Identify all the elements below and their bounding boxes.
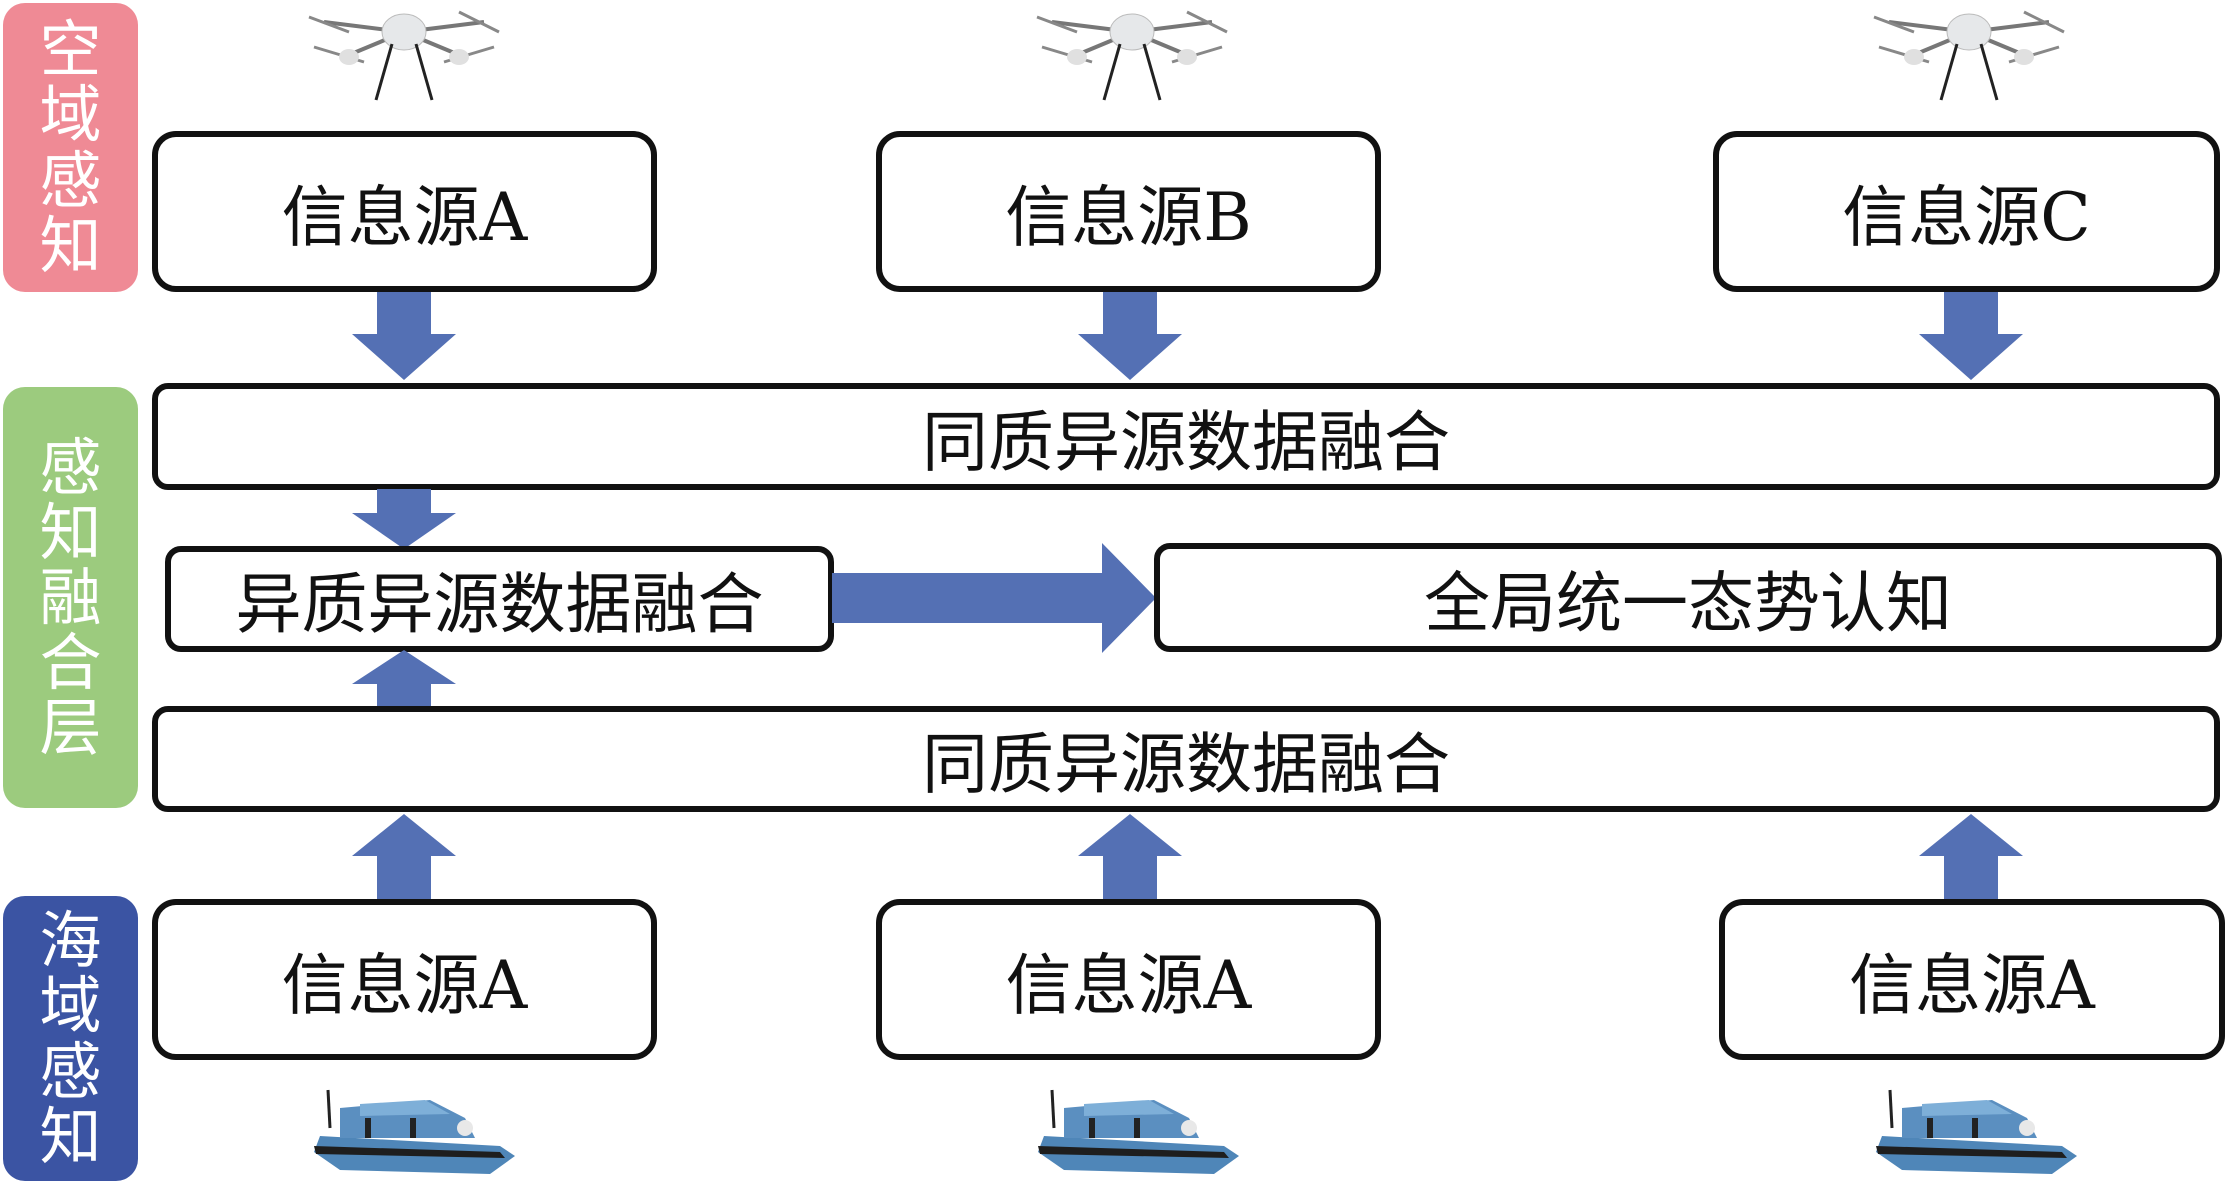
air-source-label: 信息源C — [1842, 178, 2091, 256]
air-domain-label: 空 域 感 知 — [3, 3, 138, 292]
sea-source-label: 信息源A — [1005, 946, 1252, 1024]
sea-source-box-1: 信息源A — [152, 899, 657, 1060]
fusion-label-char: 感 — [39, 430, 102, 504]
air-label-char: 感 — [39, 143, 102, 217]
homogeneous-fusion-label: 同质异源数据融合 — [922, 403, 1450, 481]
air-source-box-c: 信息源C — [1713, 131, 2220, 292]
global-awareness-label: 全局统一态势认知 — [1424, 564, 1952, 642]
heterogeneous-fusion-box: 异质异源数据融合 — [165, 546, 834, 652]
up-arrow-icon — [1919, 814, 2023, 900]
heterogeneous-fusion-label: 异质异源数据融合 — [235, 566, 764, 643]
drone-icon — [1036, 10, 1228, 101]
homogeneous-fusion-bar-top: 同质异源数据融合 — [152, 383, 2220, 490]
air-label-char: 空 — [39, 13, 102, 87]
down-arrow-icon — [1078, 292, 1182, 380]
sea-source-label: 信息源A — [1849, 946, 2095, 1024]
fusion-label-char: 融 — [39, 560, 102, 634]
fusion-label-char: 合 — [39, 626, 102, 700]
drone-icon — [308, 10, 500, 101]
down-arrow-icon — [352, 292, 456, 380]
down-arrow-icon — [1919, 292, 2023, 380]
right-arrow-icon — [832, 543, 1156, 653]
homogeneous-fusion-bar-bottom: 同质异源数据融合 — [152, 706, 2220, 812]
up-arrow-icon — [352, 650, 456, 710]
usv-boat-icon — [1038, 1089, 1239, 1174]
air-source-label: 信息源A — [281, 178, 528, 256]
sea-label-char: 知 — [39, 1099, 102, 1173]
up-arrow-icon — [352, 814, 456, 900]
drone-icon — [1873, 10, 2065, 101]
air-source-box-b: 信息源B — [876, 131, 1381, 292]
fusion-layer-label: 感 知 融 合 层 — [3, 387, 138, 808]
sea-label-char: 域 — [39, 969, 102, 1043]
usv-boat-icon — [1876, 1089, 2077, 1174]
sea-domain-label: 海 域 感 知 — [3, 896, 138, 1181]
air-label-char: 域 — [39, 78, 102, 152]
sea-label-char: 海 — [39, 904, 102, 978]
up-arrow-icon — [1078, 814, 1182, 900]
homogeneous-fusion-label: 同质异源数据融合 — [922, 726, 1450, 803]
usv-boat-icon — [314, 1089, 515, 1174]
fusion-label-char: 层 — [39, 691, 102, 765]
sea-source-box-2: 信息源A — [876, 899, 1381, 1060]
sea-label-char: 感 — [39, 1034, 102, 1108]
air-source-box-a: 信息源A — [152, 131, 657, 292]
global-situation-awareness-box: 全局统一态势认知 — [1154, 543, 2222, 652]
sea-source-label: 信息源A — [281, 946, 528, 1024]
sea-source-box-3: 信息源A — [1719, 899, 2225, 1060]
air-label-char: 知 — [39, 208, 102, 282]
down-arrow-icon — [352, 489, 456, 549]
fusion-label-char: 知 — [39, 495, 102, 569]
air-source-label: 信息源B — [1005, 178, 1252, 256]
